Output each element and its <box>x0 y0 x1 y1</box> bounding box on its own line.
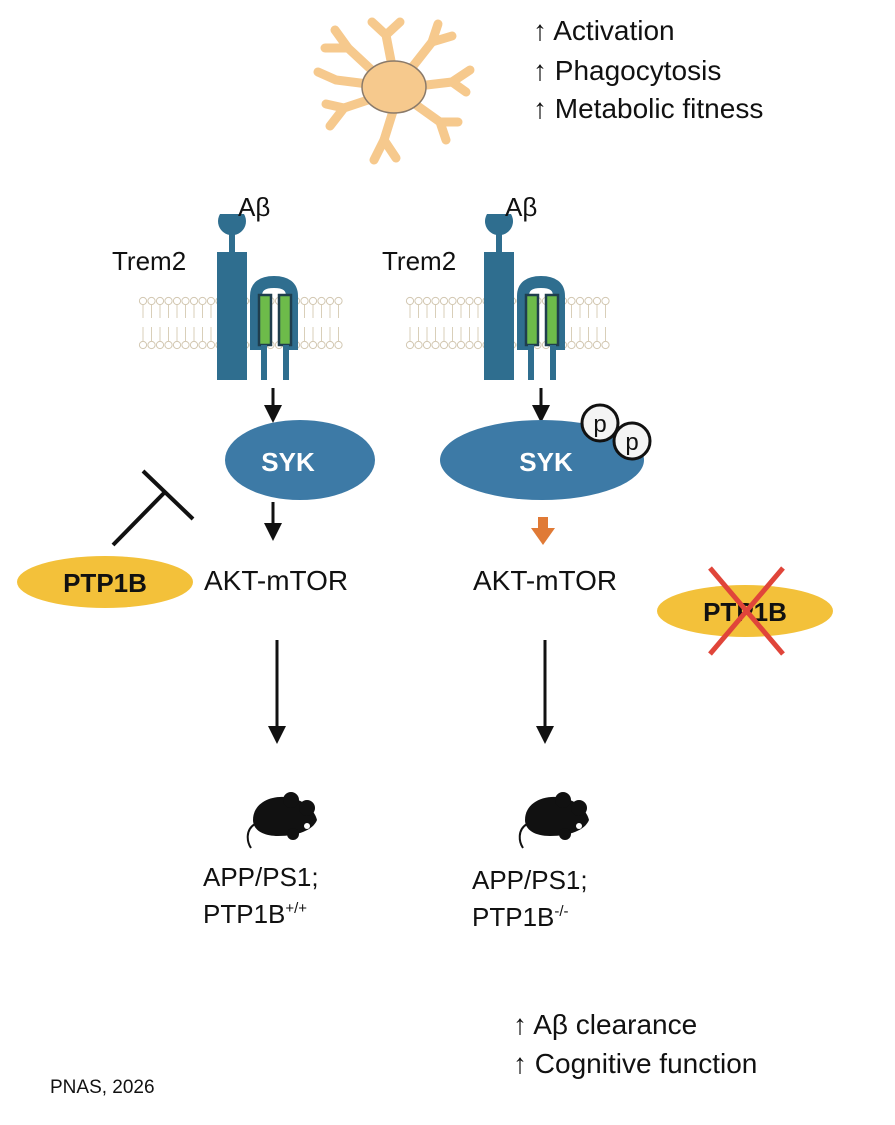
mouse-icon-left <box>246 792 317 849</box>
genotype-line2-left: PTP1B+/+ <box>203 899 307 929</box>
effect-abeta-clearance: ↑ Aβ clearance <box>513 1009 697 1040</box>
effect-activation: ↑ Activation <box>533 15 675 46</box>
effect-cognitive-function: ↑ Cognitive function <box>513 1048 757 1079</box>
syk-label-left: SYK <box>261 447 315 477</box>
effect-metabolic-fitness: ↑ Metabolic fitness <box>533 93 763 124</box>
genotype-line1-right: APP/PS1; <box>472 865 588 895</box>
effect-phagocytosis: ↑ Phagocytosis <box>533 55 721 86</box>
enhanced-signal-arrow-icon <box>531 517 555 545</box>
right-panel: Aβ Trem2 SYK p p AKT-mTOR PTP1B <box>382 192 833 932</box>
trem2-receptor <box>217 252 247 380</box>
trem2-label: Trem2 <box>382 246 456 276</box>
genotype-line1-left: APP/PS1; <box>203 862 319 892</box>
mouse-icon-right <box>518 792 589 849</box>
svg-text:p: p <box>625 429 638 456</box>
ptp1b-enzyme-left <box>17 556 193 608</box>
citation: PNAS, 2026 <box>50 1077 155 1098</box>
genotype-line2-right: PTP1B-/- <box>472 902 569 932</box>
phospho-site-2: p <box>612 421 652 461</box>
knockout-cross-icon <box>708 566 785 656</box>
dap12-adaptor-icon <box>517 275 565 380</box>
abeta-ligand-icon <box>485 214 514 253</box>
microglia-icon <box>313 17 475 165</box>
akt-mtor-label-left: AKT-mTOR <box>204 565 348 596</box>
abeta-label: Aβ <box>238 192 270 222</box>
syk-label-right: SYK <box>519 447 573 477</box>
trem2-label: Trem2 <box>112 246 186 276</box>
abeta-ligand-icon <box>218 214 247 253</box>
dap12-adaptor-icon <box>250 275 298 380</box>
syk-kinase-left <box>225 420 375 500</box>
abeta-label: Aβ <box>505 192 537 222</box>
left-panel: Aβ Trem2 SYK AKT-mTOR PTP1B APP/PS1; PTP… <box>17 192 375 929</box>
phospho-site-1: p <box>580 403 620 443</box>
inhibition-bar-icon <box>111 469 195 547</box>
trem2-receptor <box>484 252 514 380</box>
svg-text:p: p <box>593 411 606 438</box>
akt-mtor-label-right: AKT-mTOR <box>473 565 617 596</box>
ptp1b-label-left: PTP1B <box>63 568 147 598</box>
